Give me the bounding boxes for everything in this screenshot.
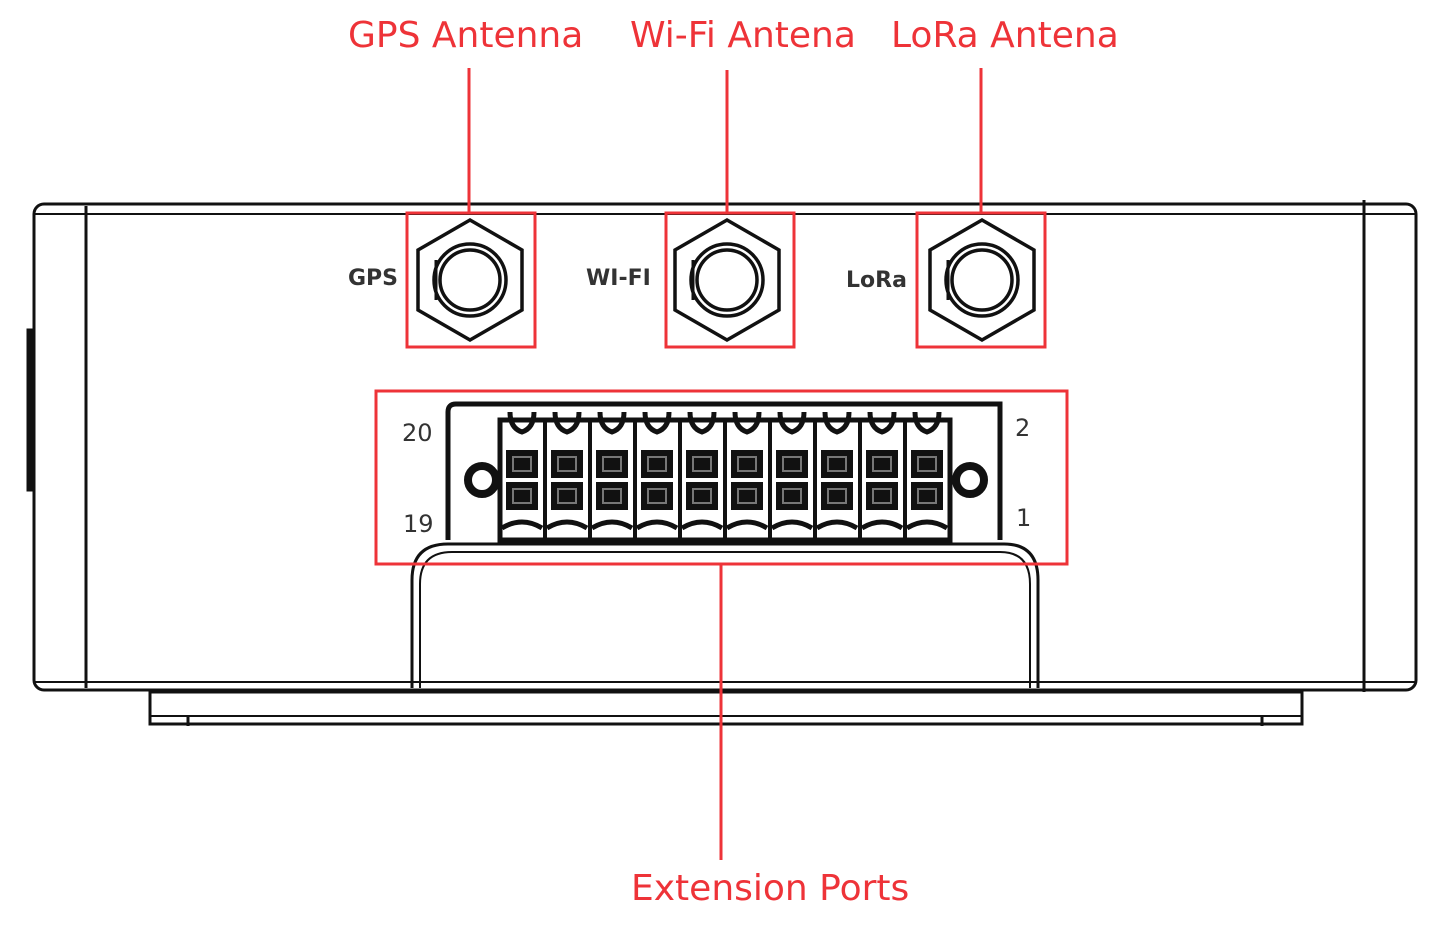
gps-connector-icon [416,217,524,343]
terminal-pin-column [678,411,724,540]
pin-number-1: 1 [1016,504,1031,532]
lora-port-label: LoRa [846,268,907,293]
terminal-pin-column [588,411,634,540]
terminal-pin-column [500,411,544,531]
gps-port-label: GPS [348,266,398,291]
wifi-port-label: WI-FI [586,266,651,291]
enclosure [26,200,1418,726]
terminal-pin-column [723,411,769,540]
pin-number-19: 19 [403,510,434,538]
extension-ports-callout: Extension Ports [631,868,909,909]
terminal-pin-column [903,411,949,540]
terminal-pins [500,411,949,540]
terminal-pin-column [633,411,679,540]
antenna-connectors [416,217,1036,343]
wifi-connector-icon [673,217,781,343]
terminal-pin-column [858,411,904,540]
terminal-pin-column [768,411,814,540]
gps-highlight-box [405,211,537,349]
highlights [374,68,1069,860]
wifi-antenna-callout: Wi-Fi Antena [630,15,856,56]
wifi-highlight-box [664,211,796,349]
terminal-pin-column [813,411,859,540]
pin-number-2: 2 [1015,414,1030,442]
pin-number-20: 20 [402,419,433,447]
lora-connector-icon [928,217,1036,343]
lora-highlight-box [915,211,1047,349]
gps-antenna-callout: GPS Antenna [348,15,583,56]
terminal-pin-column [543,411,589,540]
lora-antenna-callout: LoRa Antena [891,15,1119,56]
